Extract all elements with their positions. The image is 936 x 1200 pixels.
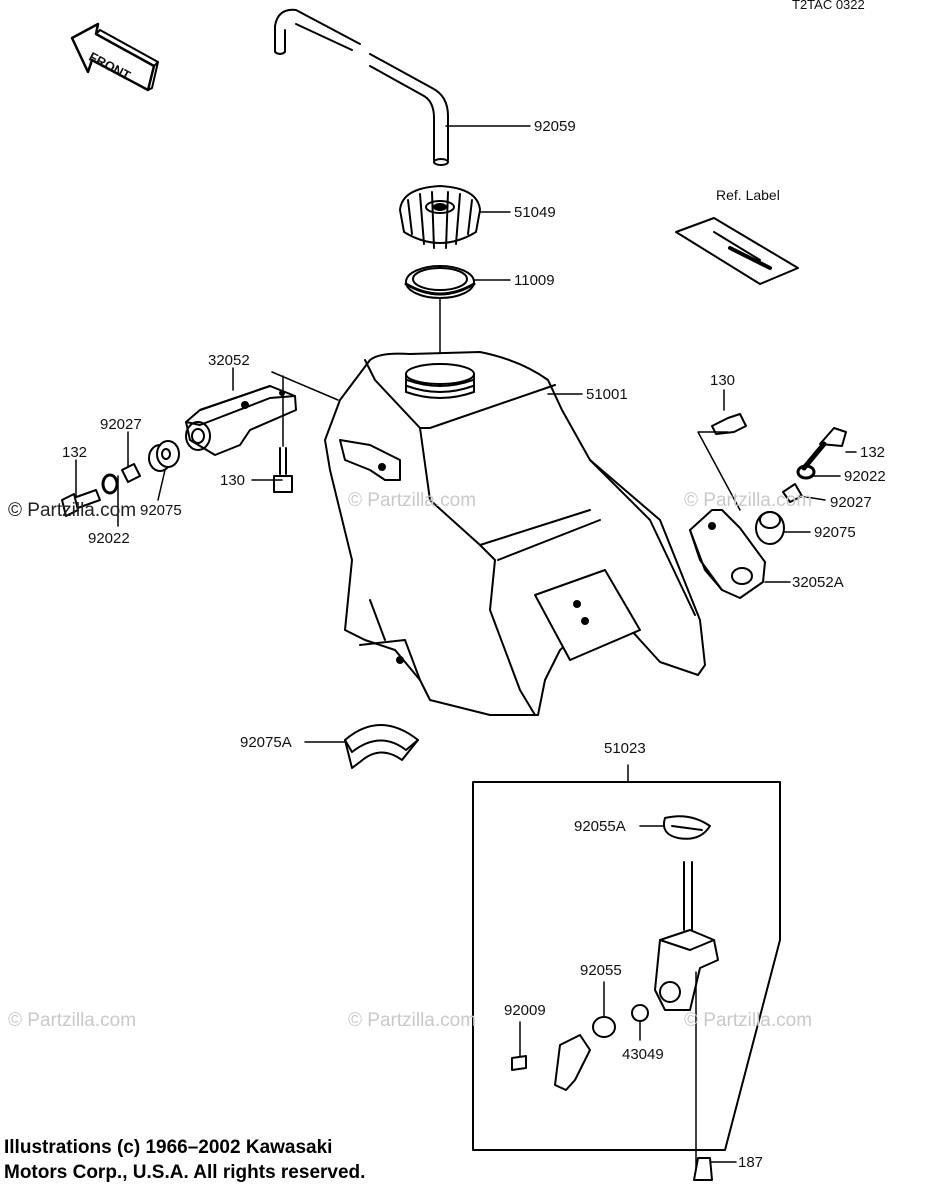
front-arrow-icon [70,22,159,92]
copyright-line-2: Motors Corp., U.S.A. All rights reserved… [4,1162,366,1183]
part-92075A[interactable]: 92075A [240,734,292,751]
fuel-cock [654,861,719,1171]
right-mount-hardware [711,413,847,545]
packing [631,1004,649,1022]
fuel-tank [324,351,706,716]
left-bolt-130 [273,447,293,493]
fuel-cock-box [472,764,781,1151]
o-ring [592,1016,616,1038]
part-32052[interactable]: 32052 [208,352,250,369]
part-43049[interactable]: 43049 [622,1046,664,1063]
part-32052A[interactable]: 32052A [792,574,844,591]
part-92059[interactable]: 92059 [534,118,576,135]
fuel-cap [399,185,481,249]
part-92022-left[interactable]: 92022 [88,530,130,547]
copyright-notice: Illustrations (c) 1966–2002 Kawasaki Mot… [4,1135,365,1185]
part-92075-left[interactable]: 92075 [140,502,182,519]
part-92055[interactable]: 92055 [580,962,622,979]
drain-bolt [693,1157,713,1181]
filter-screen [662,815,711,840]
part-11009[interactable]: 11009 [514,272,555,289]
part-92055A[interactable]: 92055A [574,818,626,835]
part-92027-right[interactable]: 92027 [830,494,872,511]
watermark: © Partzilla.com [684,490,813,511]
part-132-left[interactable]: 132 [62,444,88,461]
left-bracket [185,385,297,456]
rubber-damper [344,724,419,769]
part-51001[interactable]: 51001 [586,386,628,403]
watermark: © Partzilla.com [8,500,137,521]
part-51049[interactable]: 51049 [514,204,556,221]
screw [511,1055,527,1071]
watermark: © Partzilla.com [684,1010,813,1031]
cap-gasket [404,265,476,299]
part-92022-right[interactable]: 92022 [844,468,886,485]
part-130-left[interactable]: 130 [220,472,246,489]
watermark: © Partzilla.com [348,1010,477,1031]
watermark: © Partzilla.com [8,1010,137,1031]
part-92027-left[interactable]: 92027 [100,416,142,433]
leader-lines [75,125,857,1163]
left-mount-hardware [61,440,180,517]
part-92009[interactable]: 92009 [504,1002,546,1019]
part-132-right[interactable]: 132 [860,444,886,461]
part-130-right[interactable]: 130 [710,372,736,389]
ref-label-text: Ref. Label [716,187,780,203]
right-bracket [689,509,766,599]
corner-code: T2TAC 0322 [792,0,865,12]
part-92075-right[interactable]: 92075 [814,524,856,541]
lever-plate [554,1034,591,1091]
part-51023[interactable]: 51023 [604,740,646,757]
watermark: © Partzilla.com [348,490,477,511]
breather-hose [274,8,449,166]
copyright-line-1: Illustrations (c) 1966–2002 Kawasaki [4,1137,333,1158]
part-187[interactable]: 187 [738,1154,764,1171]
ref-label-sticker [675,217,799,285]
